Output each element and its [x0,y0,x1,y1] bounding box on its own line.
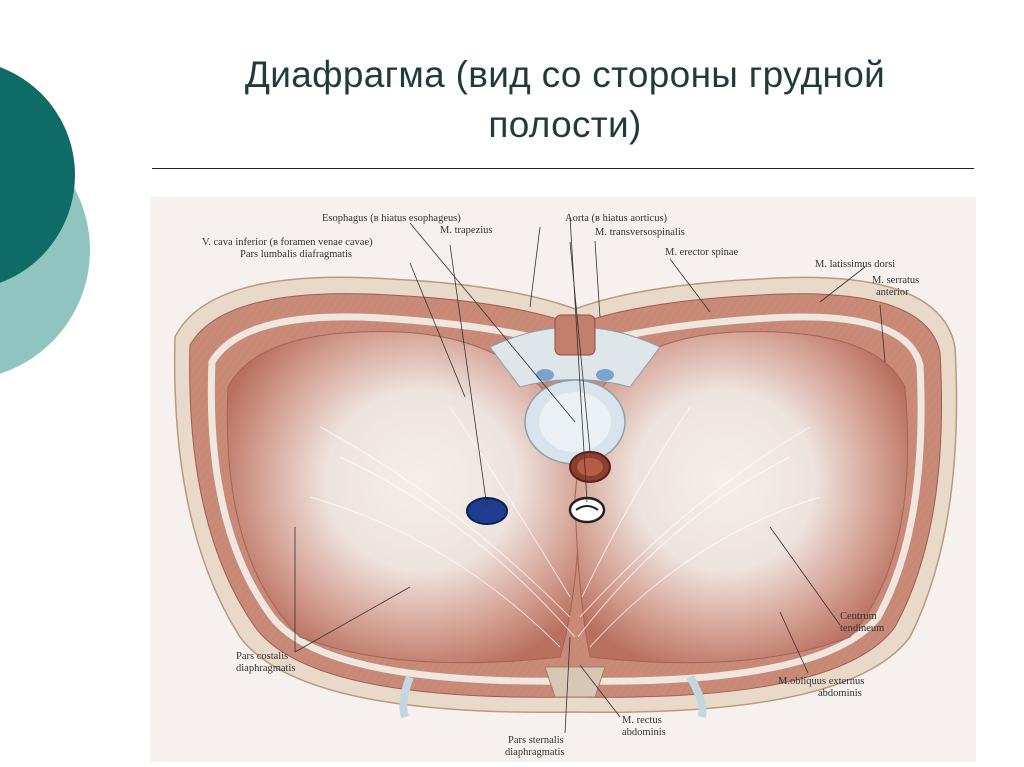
slide-decoration [0,67,90,374]
label-serratus-1: M. serratus [872,275,919,286]
rib-margin [207,313,925,685]
label-pars-lumbalis: Pars lumbalis diafragmatis [240,249,352,260]
label-sternalis-1: Pars sternalis [508,735,564,746]
diaphragm-illustration: Esophagus (в hiatus esophageus) Aorta (в… [150,197,976,762]
label-centrum-2: tendineum [840,623,884,634]
label-rectus-2: abdominis [622,727,666,738]
title-line-2: полости) [488,104,642,145]
centrum-tendineum-fibres [309,406,821,648]
label-obliquus-1: M.obliquus externus [778,676,864,687]
label-sternalis-2: diaphragmatis [505,747,564,758]
label-vena-cava: V. cava inferior (в foramen venae cavae) [202,237,373,248]
label-esophagus: Esophagus (в hiatus esophageus) [322,213,461,224]
title-divider [152,168,974,169]
title-line-1: Диафрагма (вид со стороны грудной [244,54,886,95]
label-obliquus-2: abdominis [818,688,862,699]
right-dome [574,331,909,664]
xiphoid-process [544,666,606,698]
label-transversospinalis: M. transversospinalis [595,227,685,238]
label-trapezius: M. trapezius [440,225,493,236]
slide-title: Диафрагма (вид со стороны грудной полост… [150,50,980,150]
leader-lines [294,216,886,734]
label-serratus-2: anterior [876,287,909,298]
label-pars-costalis-1: Pars costalis [236,651,288,662]
label-centrum-1: Centrum [840,611,877,622]
vena-cava-opening [466,497,508,525]
label-aorta: Aorta (в hiatus aorticus) [565,213,668,224]
label-erector-spinae: M. erector spinae [665,247,739,258]
dark-teal-circle [0,67,75,283]
label-pars-costalis-2: diaphragmatis [236,663,295,674]
label-latissimus: M. latissimus dorsi [815,259,895,270]
label-rectus-1: M. rectus [622,715,662,726]
